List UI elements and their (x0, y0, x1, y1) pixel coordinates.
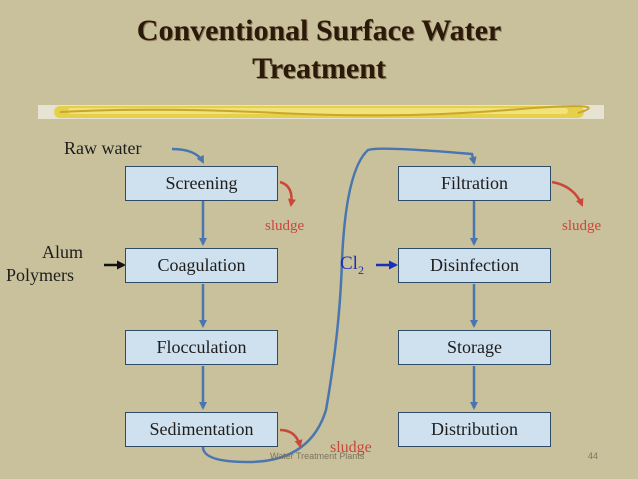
step-distribution: Distribution (398, 412, 551, 447)
raw-water-label: Raw water (64, 138, 142, 158)
raw-water-arrow (171, 147, 205, 164)
cl2-label: Cl2 (340, 253, 364, 278)
footer-caption: Water Treatment Plants (270, 451, 365, 461)
polymers-label: Polymers (6, 265, 75, 285)
cl2-symbol: Cl (340, 253, 358, 274)
sludge-arrow-screening (279, 180, 296, 207)
arrow-sedimentation-filtration (201, 147, 477, 464)
step-screening: Screening (125, 166, 278, 201)
step-disinfection: Disinfection (398, 248, 551, 283)
sludge-arrow-filtration (551, 180, 584, 207)
title-underline-decoration (38, 105, 604, 119)
step-storage: Storage (398, 330, 551, 365)
alum-label: Alum (42, 242, 84, 262)
title-line-1: Conventional Surface Water (136, 14, 502, 47)
cl2-subscript: 2 (357, 262, 364, 277)
sludge-label-screening: sludge (265, 218, 305, 234)
step-sedimentation: Sedimentation (125, 412, 278, 447)
sludge-arrow-sedimentation (279, 428, 303, 448)
sludge-label-sedimentation: sludge (330, 439, 372, 456)
slide-title: Conventional Surface Water Treatment (0, 12, 638, 88)
page-number: 44 (588, 451, 599, 461)
step-coagulation: Coagulation (125, 248, 278, 283)
sludge-label-filtration: sludge (562, 218, 602, 234)
title-line-2: Treatment (252, 52, 386, 85)
step-filtration: Filtration (398, 166, 551, 201)
step-flocculation: Flocculation (125, 330, 278, 365)
